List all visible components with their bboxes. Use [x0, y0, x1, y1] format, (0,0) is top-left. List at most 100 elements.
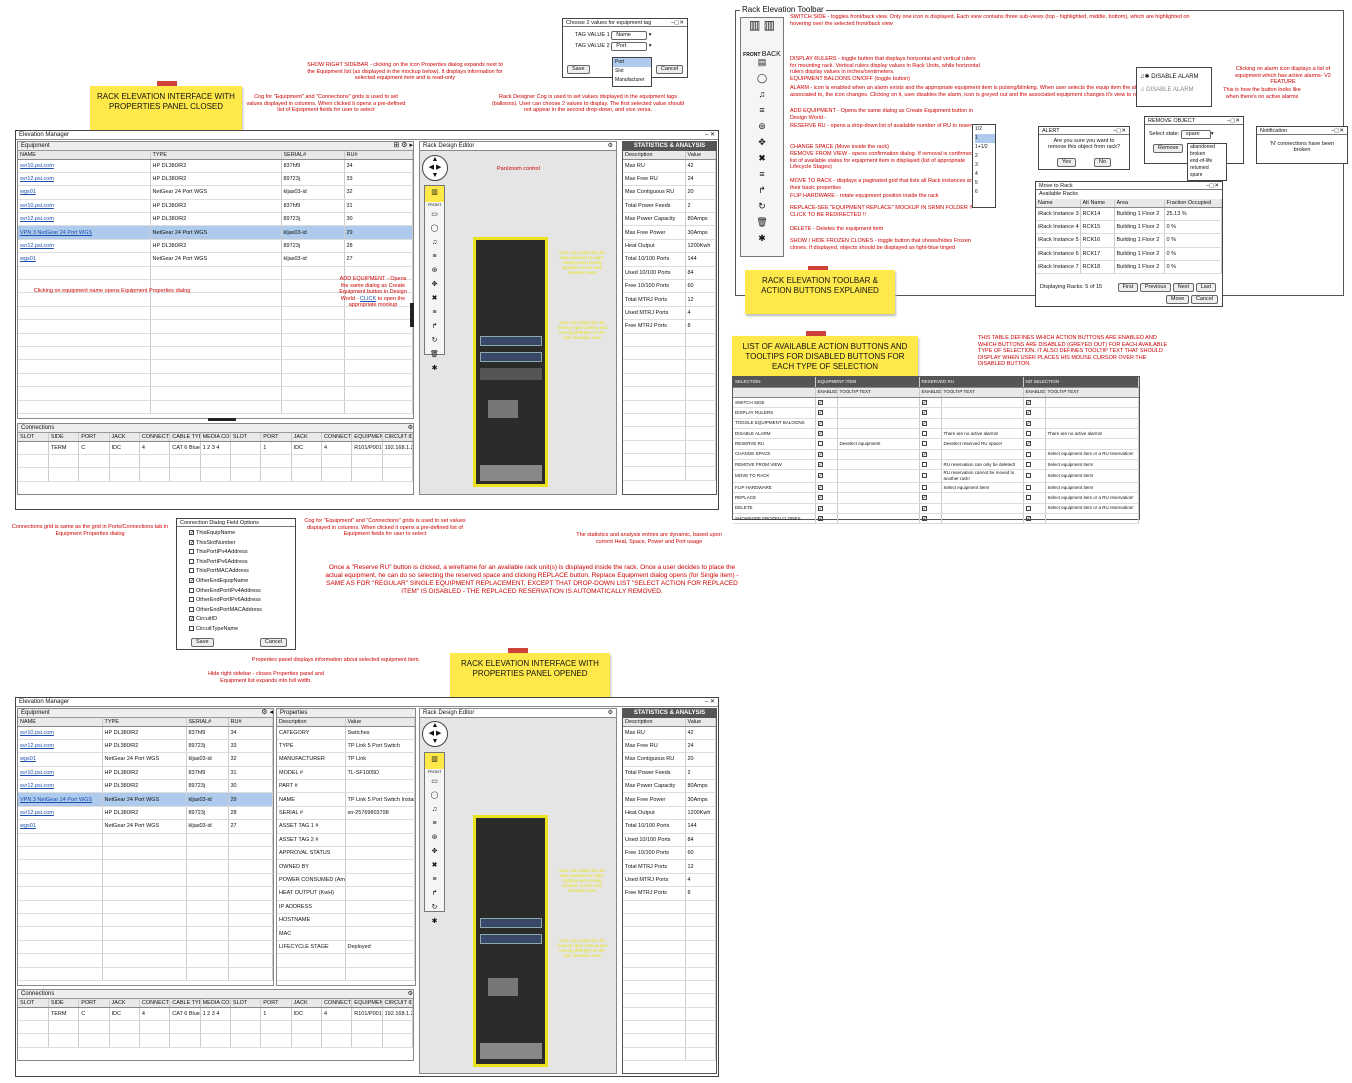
rulers-icon[interactable]: ▤ [757, 57, 767, 67]
ru-option[interactable]: 5 [975, 180, 978, 186]
equipment-name-link[interactable]: svr10.psi.com [18, 159, 151, 173]
frozen-icon[interactable]: ✱ [431, 365, 438, 372]
cog-icon[interactable]: ⚙ [407, 991, 413, 997]
column-header[interactable]: SLOT [230, 999, 262, 1008]
checkbox[interactable] [189, 578, 194, 584]
equipment-name-link[interactable]: svr10.psi.com [18, 199, 151, 214]
column-header[interactable]: PORT [260, 999, 292, 1008]
rack-equipment[interactable] [480, 368, 542, 380]
flip-icon[interactable]: ↱ [758, 185, 766, 195]
ru-option[interactable]: 1/2 [975, 126, 982, 132]
checkbox[interactable] [189, 597, 194, 603]
field-option[interactable]: OtherEndPortIPv4Address [189, 587, 283, 597]
replace-icon[interactable]: ↻ [431, 904, 438, 911]
column-header[interactable]: Area [1114, 199, 1165, 208]
column-header[interactable]: MEDIA CONNECTED [200, 433, 231, 442]
column-header[interactable]: EQUIPMENT NAME [351, 433, 383, 442]
column-header[interactable]: PORT [260, 433, 292, 442]
frozen-icon[interactable]: ✱ [431, 918, 438, 925]
rack-elevation-3d[interactable] [473, 237, 548, 487]
field-option[interactable]: ThisPortIPv6Address [189, 558, 283, 568]
alarm-icon[interactable]: ♫ [758, 89, 766, 99]
add-icon[interactable]: ≡ [432, 253, 437, 260]
save-button[interactable]: Save [567, 65, 590, 74]
splitter-handle[interactable] [208, 418, 236, 421]
column-header[interactable]: Name [1036, 199, 1081, 208]
checkbox[interactable] [189, 625, 194, 631]
cog-icon[interactable]: ⚙ [607, 143, 613, 149]
reserve-ru-icon[interactable]: ⊛ [431, 267, 438, 274]
remove-icon[interactable]: ✖ [431, 295, 438, 302]
column-header[interactable]: SIDE [48, 999, 80, 1008]
state-option[interactable]: broken [1190, 151, 1206, 157]
rack-elevation-3d[interactable] [473, 815, 548, 1067]
column-header[interactable]: RU# [344, 151, 413, 160]
move-rack-icon[interactable]: ≡ [759, 169, 765, 179]
previous-button[interactable]: Previous [1139, 283, 1172, 292]
delete-icon[interactable]: 🗑 [756, 217, 768, 227]
ru-option[interactable]: 4 [975, 171, 978, 177]
checkbox[interactable] [189, 606, 194, 612]
equipment-name-link[interactable]: svr10.psi.com [18, 726, 103, 740]
tag-options-dropdown[interactable]: Port Slot Manufacturer [612, 57, 652, 87]
next-button[interactable]: Next [1172, 283, 1195, 292]
column-header[interactable]: CIRCUIT ID [382, 433, 414, 442]
column-header[interactable]: CABLE TYPE [169, 999, 201, 1008]
reserve-ru-icon[interactable]: ⊛ [758, 121, 766, 131]
add-icon[interactable]: ≡ [432, 820, 437, 827]
equipment-name-link[interactable]: svr12.psi.com [18, 172, 151, 187]
equipment-name-link[interactable]: svr12.psi.com [18, 212, 151, 227]
balloon-icon[interactable]: ◯ [430, 792, 439, 799]
window-controls[interactable]: – ✕ [704, 699, 715, 705]
pan-zoom-control[interactable]: ▲◀ ▶▼ [422, 721, 448, 747]
rack-equipment[interactable] [488, 978, 518, 996]
checkbox[interactable] [189, 530, 194, 536]
column-header[interactable]: JACK [109, 999, 140, 1008]
window-controls[interactable]: – ✕ [704, 132, 715, 138]
column-header[interactable]: CONNECTION COUNT [321, 433, 353, 442]
equipment-name-link[interactable]: svr12.psi.com [18, 739, 103, 754]
column-header[interactable]: EQUIPMENT NAME [351, 999, 383, 1008]
field-option[interactable]: ThisPortIPv4Address [189, 548, 283, 558]
rulers-icon[interactable]: ▭ [431, 211, 438, 218]
frozen-icon[interactable]: ✱ [758, 233, 766, 243]
ru-option[interactable]: 1 [975, 134, 995, 143]
column-header[interactable]: TYPE [150, 151, 282, 160]
checkbox[interactable] [189, 587, 194, 593]
equipment-name-link[interactable]: wgs01 [18, 252, 151, 267]
move-button[interactable]: Move [1165, 295, 1190, 304]
disable-alarm-button[interactable]: ♫✱ DISABLE ALARM [1140, 74, 1199, 80]
equipment-name-link[interactable]: VPN 3 NetGear 24 Port WGS [18, 792, 103, 807]
column-header[interactable]: TYPE [102, 718, 187, 727]
no-button[interactable]: No [1093, 158, 1111, 167]
rack-equipment[interactable] [480, 336, 542, 346]
column-header[interactable]: RU# [228, 718, 273, 727]
column-header[interactable]: Alt Name [1080, 199, 1115, 208]
switch-side-icon[interactable]: ▥ ▥ [748, 18, 775, 32]
replace-icon[interactable]: ↻ [758, 201, 766, 211]
switch-side-icon[interactable]: ▥ [425, 753, 444, 769]
alarm-icon[interactable]: ♫ [431, 239, 438, 246]
ru-option[interactable]: 3 [975, 162, 978, 168]
cog-icon[interactable]: ⚙ [407, 425, 413, 431]
tag-value-2-select[interactable]: Port [611, 42, 648, 51]
cog-icon[interactable]: ⚙ [607, 710, 613, 716]
balloon-icon[interactable]: ◯ [756, 73, 768, 83]
ru-option[interactable]: 6 [975, 189, 978, 195]
column-header[interactable]: SIDE [48, 433, 80, 442]
column-header[interactable]: SLOT [18, 433, 49, 442]
